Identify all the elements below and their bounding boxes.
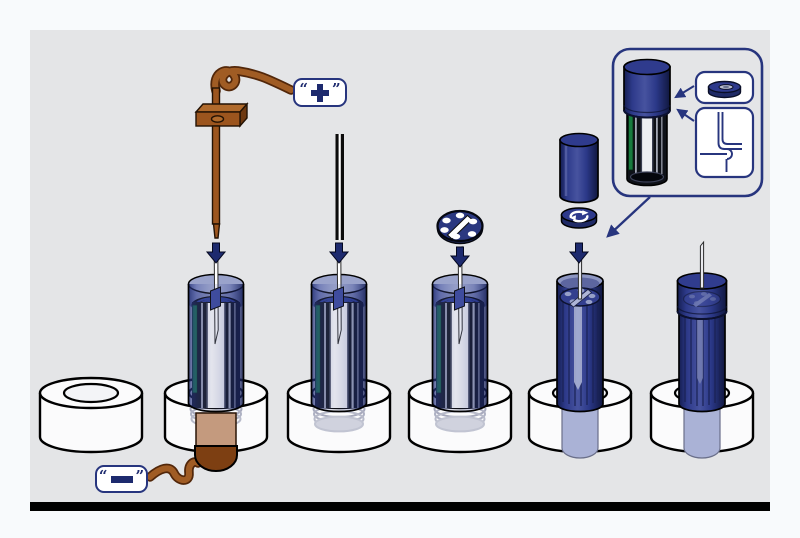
inner-blade-shadow xyxy=(697,318,703,384)
crimp-cross-section-box xyxy=(694,106,755,179)
down-arrow-icon xyxy=(205,242,227,264)
negative-terminal-label: “ ” xyxy=(95,465,148,493)
station-anode-insertion xyxy=(145,66,296,485)
close-quote: ” xyxy=(135,466,145,485)
tube-outline xyxy=(310,284,368,413)
collector-nail xyxy=(211,125,221,225)
close-quote: ” xyxy=(332,80,341,98)
station-sleeve-and-gasket xyxy=(556,132,604,459)
anode-gel-bottom xyxy=(195,412,237,447)
inset-pointer-arrow xyxy=(606,196,651,238)
ground-baseline xyxy=(30,502,770,511)
inset-callout-arrow-washer xyxy=(674,85,695,99)
sealing-gasket xyxy=(560,207,598,229)
support-ring-1-empty xyxy=(38,376,144,454)
collector-nail-tip xyxy=(212,223,221,239)
center-pin xyxy=(577,256,583,300)
tube-outline xyxy=(431,284,489,413)
crimp-cross-section xyxy=(700,112,742,172)
cell-bottom-stub xyxy=(683,407,721,459)
inset-cap xyxy=(623,58,671,119)
tube-glass xyxy=(311,284,367,412)
negative-lead-wire-core xyxy=(147,459,201,484)
station-vent-disc xyxy=(431,209,489,433)
center-pin xyxy=(699,240,705,289)
washer-detail xyxy=(707,80,742,99)
collector-block-hole xyxy=(210,115,225,123)
washer-detail-box xyxy=(694,70,755,105)
down-arrow-icon xyxy=(449,246,471,268)
positive-lead-wire-core xyxy=(212,67,294,94)
carbon-rod xyxy=(335,134,344,240)
tube-glass xyxy=(432,284,488,412)
crimp-detail-inset xyxy=(606,47,764,238)
collector-block-top xyxy=(194,103,249,113)
down-arrow-icon xyxy=(568,242,590,264)
minus-icon xyxy=(110,475,133,483)
can-outline xyxy=(556,281,604,413)
inset-callout-arrow-crimp xyxy=(676,108,695,122)
tube-outline xyxy=(187,284,245,413)
down-arrow-icon xyxy=(328,242,350,264)
positive-terminal-label: “ ” xyxy=(293,78,347,107)
outer-sleeve xyxy=(559,132,599,204)
cell-with-sleeve xyxy=(556,256,604,459)
anode-collector-assembly xyxy=(194,66,296,239)
plus-icon xyxy=(311,83,329,102)
coil-below-ring xyxy=(312,400,366,433)
vent-disc-ghost xyxy=(682,290,722,308)
inset-coil-bottom xyxy=(629,171,665,183)
can-outline xyxy=(678,308,726,413)
finished-cell xyxy=(676,240,728,459)
perforated-disc-icon xyxy=(436,209,484,245)
inner-blade-shadow xyxy=(574,300,582,390)
cell-bottom-stub xyxy=(561,407,599,459)
anode-slug-bottom xyxy=(194,445,238,472)
open-quote: “ xyxy=(98,466,108,485)
station-rod-insertion xyxy=(310,134,368,433)
crimped-cap xyxy=(676,272,728,320)
wound-cell-in-tube xyxy=(187,245,245,472)
wound-cell-in-tube xyxy=(431,245,489,433)
inset-cell xyxy=(623,58,671,187)
open-quote: “ xyxy=(299,80,308,98)
wound-cell-in-tube xyxy=(310,245,368,433)
tube-glass xyxy=(188,284,244,412)
rotate-arrows-icon xyxy=(569,210,589,223)
